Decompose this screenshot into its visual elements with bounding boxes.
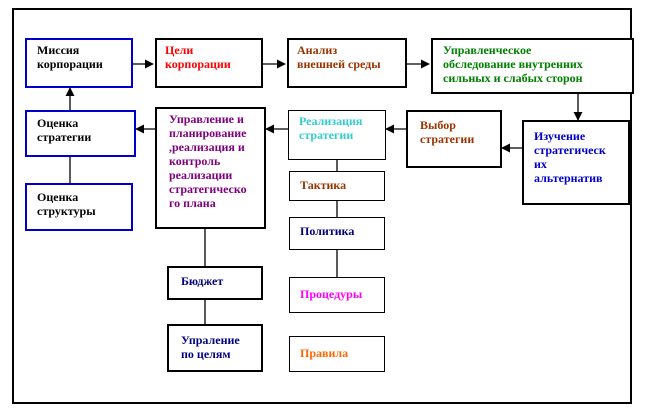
diagram-frame [12,8,632,404]
box-evaluation-structure: Оценка структуры [25,183,133,231]
box-strategy-choice: Выбор стратегии [406,110,502,168]
box-evaluation-strategy: Оценка стратегии [25,110,136,157]
box-policy: Политика [289,217,385,250]
box-management-by-objectives: Упраление по целям [167,324,263,372]
box-rules: Правила [289,336,385,372]
box-internal-survey: Управленческое обследование внутренних с… [431,38,634,94]
box-goals: Цели корпорации [155,38,263,88]
box-tactics: Тактика [289,171,385,201]
box-management: Управление и планирование ,реализация и … [155,107,266,229]
box-alternatives-study: Изучение стратегическ их альтернатив [522,120,630,205]
box-budget: Бюджет [167,266,263,300]
box-implementation: Реализация стратегии [288,110,386,160]
box-external-analysis: Анализ внешней среды [287,38,407,88]
box-procedures: Процедуры [289,277,385,313]
box-mission: Миссия корпорации [25,38,133,88]
